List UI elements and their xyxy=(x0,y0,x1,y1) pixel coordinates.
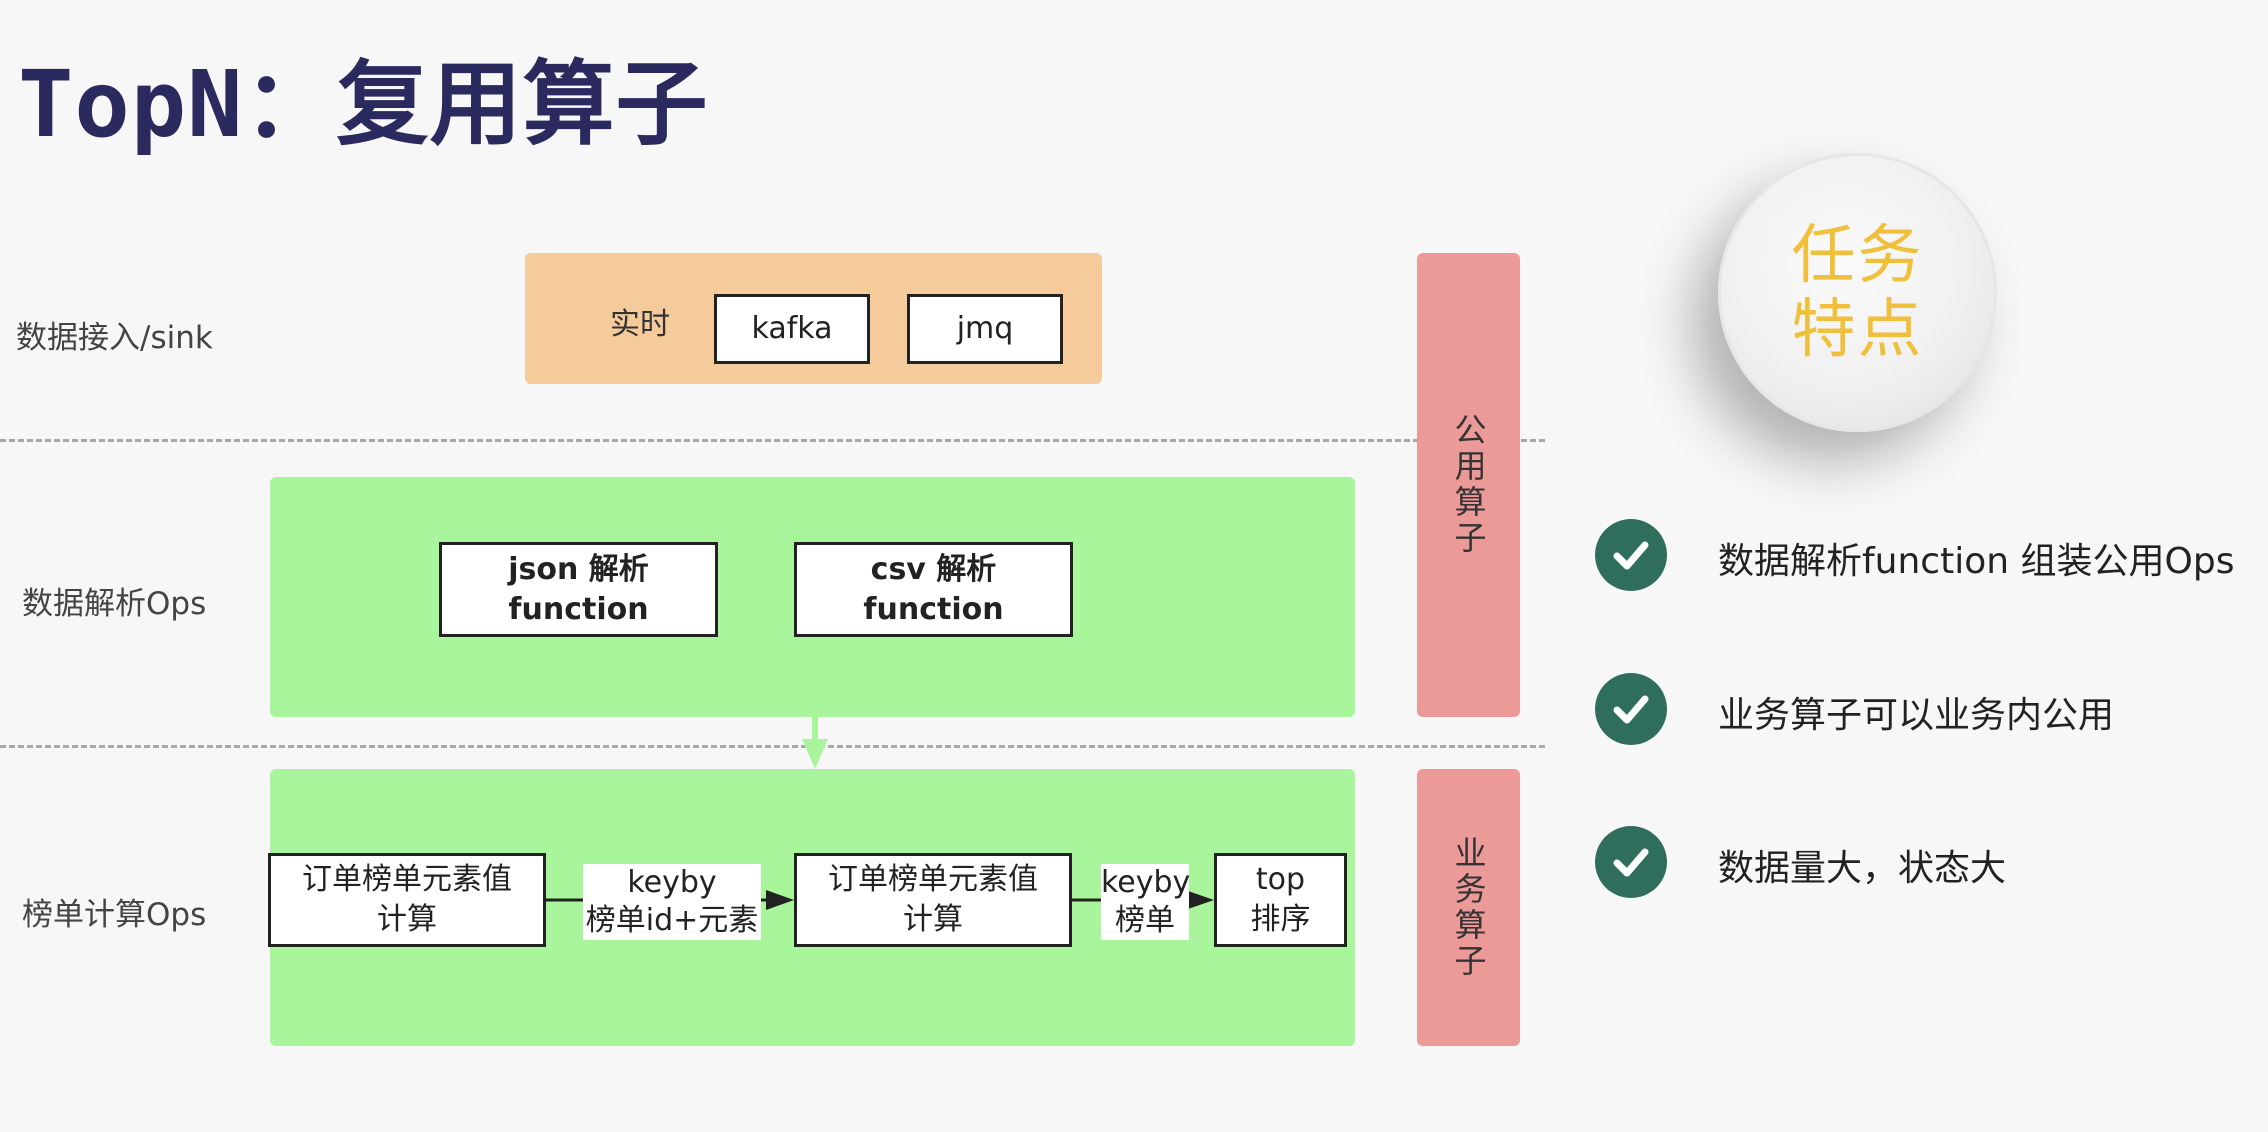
rank-node3-line1: top xyxy=(1255,862,1306,897)
side-business-ops-label: 业务算子 xyxy=(1449,835,1488,980)
features-badge-line1: 任务 xyxy=(1791,218,1924,293)
jmq-node: jmq xyxy=(907,294,1063,364)
separator-bottom xyxy=(0,745,1545,748)
feature-item-2: 业务算子可以业务内公用 xyxy=(1718,695,2115,736)
edge1-line2: 榜单id+元素 xyxy=(585,903,759,938)
parse-to-rank-arrow xyxy=(802,715,828,769)
kafka-label: kafka xyxy=(751,311,833,346)
kafka-node: kafka xyxy=(714,294,870,364)
json-parse-node: json 解析 function xyxy=(439,542,718,637)
features-badge: 任务 特点 xyxy=(1718,153,1997,432)
row-label-ingest: 数据接入/sink xyxy=(16,320,213,356)
json-parse-line2: function xyxy=(508,591,649,627)
feature-item-3: 数据量大，状态大 xyxy=(1718,848,2007,889)
csv-parse-line1: csv 解析 xyxy=(870,551,997,587)
rank-node-top-sort: top 排序 xyxy=(1214,853,1347,947)
edge-label-keyby-id-element: keyby 榜单id+元素 xyxy=(583,864,761,940)
rank-node-element-value-2: 订单榜单元素值 计算 xyxy=(794,853,1072,947)
features-badge-line2: 特点 xyxy=(1791,292,1924,367)
check-icon xyxy=(1595,519,1667,591)
rank-node2-line1: 订单榜单元素值 xyxy=(828,862,1038,897)
jmq-label: jmq xyxy=(956,311,1014,346)
csv-parse-line2: function xyxy=(863,591,1004,627)
rank-node1-line1: 订单榜单元素值 xyxy=(302,862,512,897)
separator-top xyxy=(0,439,1545,442)
side-business-ops: 业务算子 xyxy=(1417,769,1520,1046)
rank-node3-line2: 排序 xyxy=(1250,902,1311,937)
json-parse-line1: json 解析 xyxy=(508,551,649,587)
realtime-label: 实时 xyxy=(610,307,670,342)
check-icon xyxy=(1595,673,1667,745)
check-icon xyxy=(1595,826,1667,898)
side-public-ops: 公用算子 xyxy=(1417,253,1520,717)
edge1-line1: keyby xyxy=(627,865,717,900)
page-title: TopN：复用算子 xyxy=(18,51,709,158)
side-public-ops-label: 公用算子 xyxy=(1449,413,1488,557)
row-label-rank: 榜单计算Ops xyxy=(22,897,207,933)
edge2-line1: keyby xyxy=(1101,865,1191,900)
rank-node-element-value-1: 订单榜单元素值 计算 xyxy=(268,853,546,947)
rank-node1-line2: 计算 xyxy=(377,902,437,937)
edge2-line2: 榜单 xyxy=(1115,903,1175,938)
csv-parse-node: csv 解析 function xyxy=(794,542,1073,637)
feature-item-1: 数据解析function 组装公用Ops xyxy=(1718,541,2235,582)
rank-node2-line2: 计算 xyxy=(903,902,963,937)
row-label-parse: 数据解析Ops xyxy=(22,586,207,622)
edge-label-keyby-list: keyby 榜单 xyxy=(1101,864,1191,940)
